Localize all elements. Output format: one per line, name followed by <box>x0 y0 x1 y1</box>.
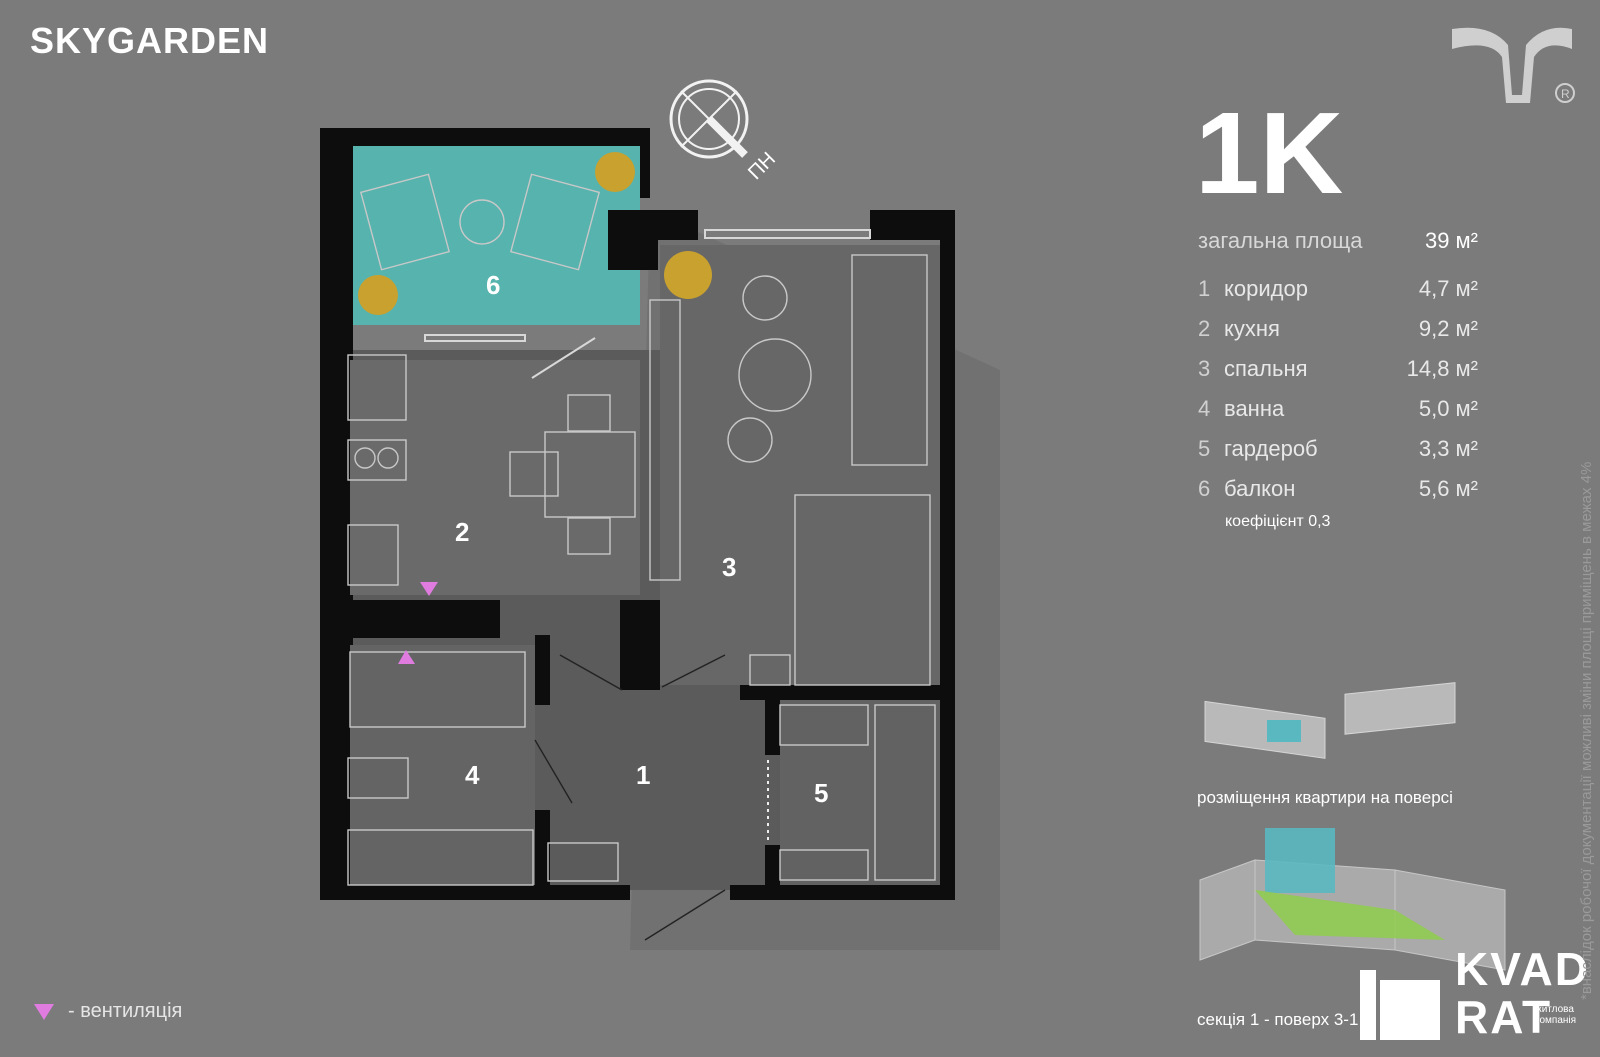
plant-icon <box>664 251 712 299</box>
total-area-row: загальна площа 39 м² <box>1198 228 1478 254</box>
total-area-value: 39 м² <box>1424 228 1478 253</box>
floor-plan <box>310 70 1010 975</box>
room-row: 1 коридор 4,7 м² <box>1198 276 1478 302</box>
room-area: 4,7 м² <box>1418 276 1478 301</box>
kvadrat-line1: KVAD <box>1455 943 1590 995</box>
room-num: 5 <box>1198 436 1211 461</box>
ventilation-icon <box>420 582 438 596</box>
area-disclaimer: *внаслідок робочої документації можливі … <box>1578 461 1595 1000</box>
room-label-5: 5 <box>814 778 829 808</box>
room-label-6: 6 <box>486 270 501 300</box>
room-name: спальня <box>1224 356 1308 381</box>
apartment-highlight <box>1267 720 1301 742</box>
room-label-4: 4 <box>465 760 480 790</box>
compass-icon <box>665 75 765 180</box>
svg-text:R: R <box>1561 87 1570 101</box>
section-caption: секція 1 - поверх 3-1 <box>1197 1010 1359 1029</box>
room-name: балкон <box>1224 476 1296 501</box>
floor-placement-map <box>1195 670 1465 785</box>
room-name: гардероб <box>1224 436 1318 461</box>
room-num: 3 <box>1198 356 1211 381</box>
building-section-map <box>1195 820 1515 1005</box>
balcony-coefficient: коефіцієнт 0,3 <box>1225 513 1331 530</box>
room-area: 9,2 м² <box>1418 316 1478 341</box>
room-label-2: 2 <box>455 517 470 547</box>
room-num: 2 <box>1198 316 1211 341</box>
room-area: 14,8 м² <box>1406 356 1478 381</box>
room-row: 5 гардероб 3,3 м² <box>1198 436 1478 462</box>
plant-icon <box>595 152 635 192</box>
balcony-floor <box>350 145 640 325</box>
room-name: коридор <box>1224 276 1308 301</box>
kvadrat-subtitle: житлова компанія <box>1535 1004 1577 1026</box>
ventilation-icon <box>34 1003 54 1020</box>
room-row: 6 балкон 5,6 м² <box>1198 476 1478 502</box>
apartment-type: 1K <box>1195 88 1344 218</box>
room-name: ванна <box>1224 396 1285 421</box>
ventilation-legend-label: - вентиляція <box>68 1000 183 1022</box>
room-row: 4 ванна 5,0 м² <box>1198 396 1478 422</box>
plant-icon <box>358 275 398 315</box>
room-num: 4 <box>1198 396 1211 421</box>
room-area: 3,3 м² <box>1418 436 1478 461</box>
room-row: 3 спальня 14,8 м² <box>1198 356 1478 382</box>
room-label-1: 1 <box>636 760 651 790</box>
room-name: кухня <box>1224 316 1280 341</box>
kvadrat-line2: RAT <box>1455 991 1553 1043</box>
room-num: 6 <box>1198 476 1211 501</box>
room-label-3: 3 <box>722 552 737 582</box>
room-row: 2 кухня 9,2 м² <box>1198 316 1478 342</box>
total-area-label: загальна площа <box>1198 228 1363 253</box>
room-num: 1 <box>1198 276 1211 301</box>
ventilation-icon <box>398 650 415 664</box>
developer-logo-icon: R <box>1450 15 1580 115</box>
floor-placement-caption: розміщення квартири на поверсі <box>1197 788 1453 807</box>
room-area: 5,6 м² <box>1418 476 1478 501</box>
brand-logo-text: SKYGARDEN <box>30 20 270 61</box>
ventilation-legend: - вентиляція <box>34 1000 182 1023</box>
room-area: 5,0 м² <box>1418 396 1478 421</box>
